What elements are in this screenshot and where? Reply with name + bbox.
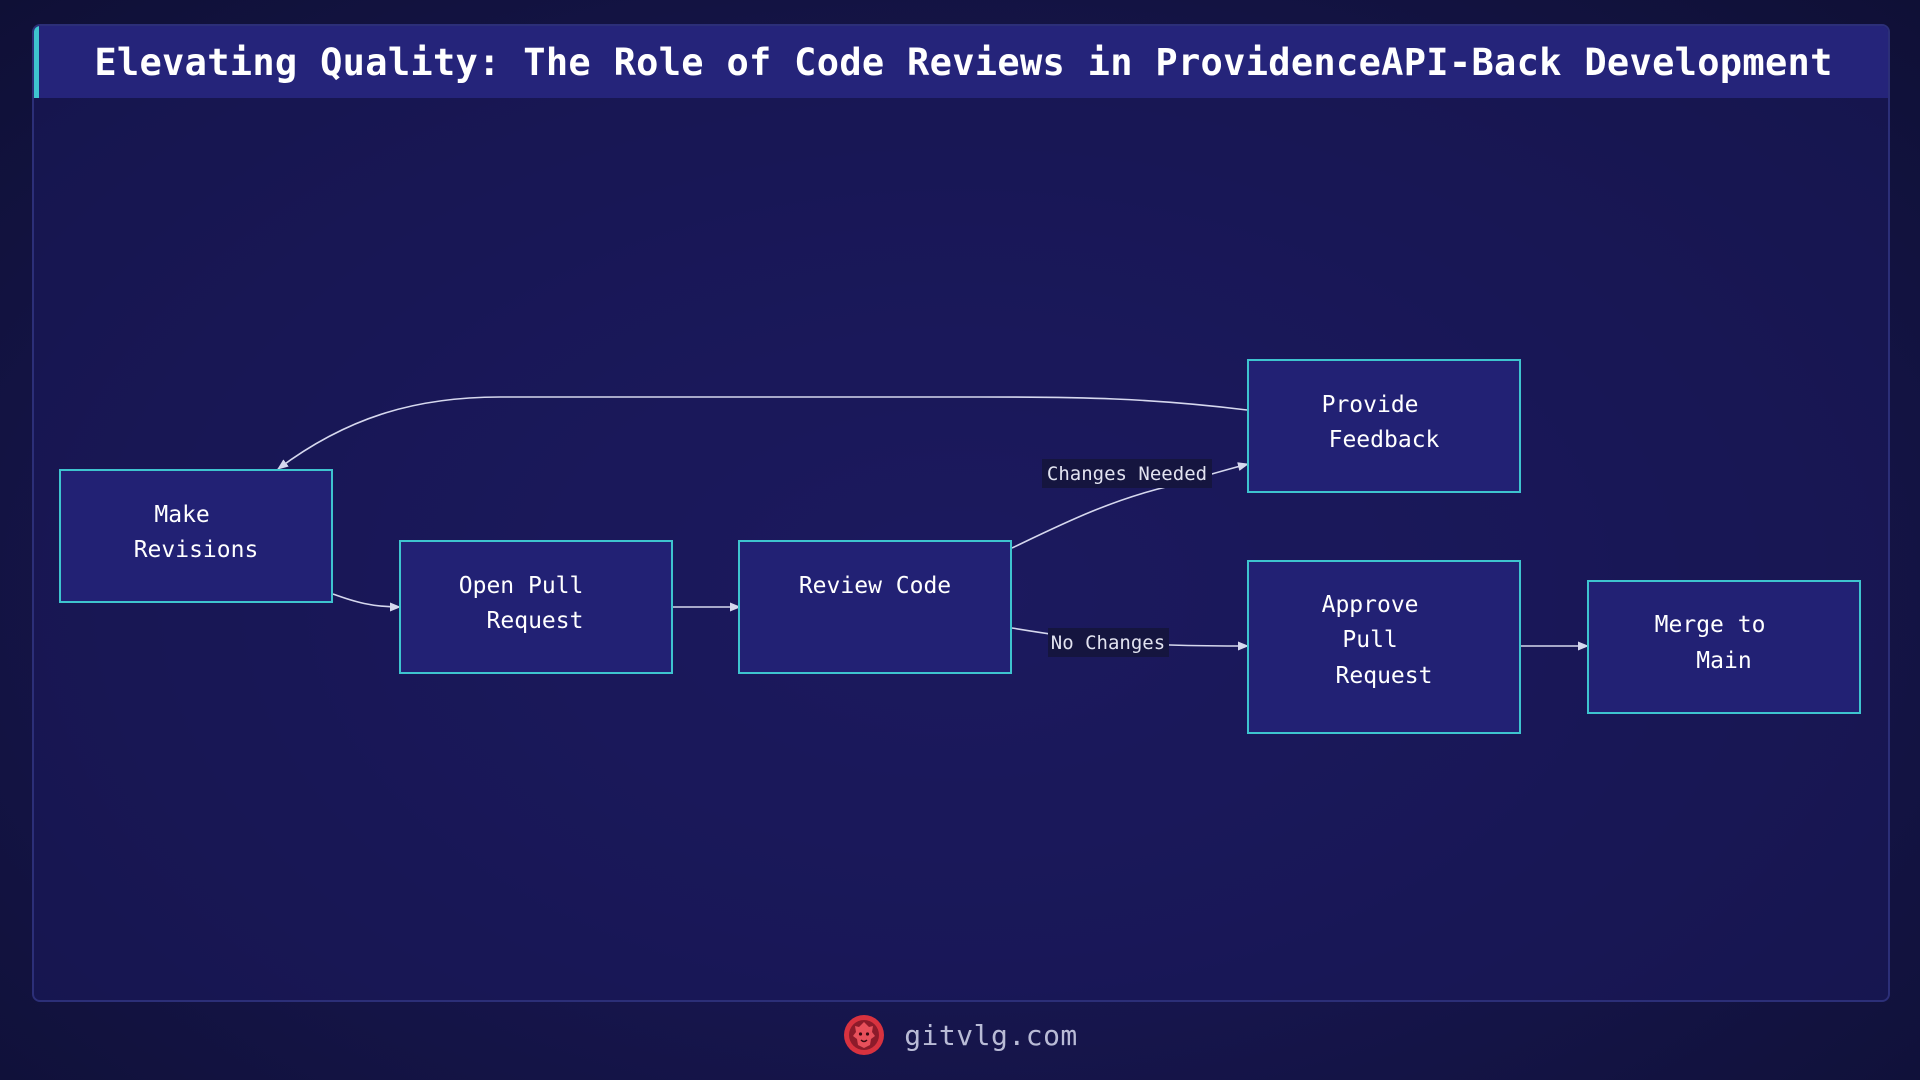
edge-label-changes-needed-text: Changes Needed (1047, 463, 1207, 485)
node-provide-feedback-line-2: Feedback (1329, 427, 1440, 453)
node-provide-feedback: Provide Feedback (1247, 359, 1521, 493)
node-open-pull-request-line-1: Open Pull (459, 573, 584, 599)
page-title: Elevating Quality: The Role of Code Revi… (94, 40, 1833, 84)
svg-text:Approve Pull R: Approve Pull Request (1322, 592, 1433, 689)
node-open-pull-request: Open Pull Request (399, 540, 673, 674)
svg-text:Provide Feedback: Provide Feedback (1322, 392, 1440, 453)
node-merge-to-main-line-1: Merge to (1655, 612, 1766, 638)
edge-feedback-to-revisions (277, 396, 1248, 470)
node-merge-to-main-line-2: Main (1696, 648, 1751, 674)
node-make-revisions: Make Revisions (59, 469, 333, 603)
edge-label-no-changes: No Changes (1048, 628, 1169, 657)
edge-revisions-to-open-pr (332, 593, 402, 612)
edge-review-to-feedback (1011, 462, 1250, 549)
node-approve-pull-request-line-1: Approve (1322, 592, 1419, 618)
edge-label-changes-needed: Changes Needed (1042, 459, 1212, 488)
svg-text:Make Revisions: Make Revisions (134, 502, 259, 563)
node-review-code: Review Code (738, 540, 1012, 674)
title-bar: Elevating Quality: The Role of Code Revi… (34, 26, 1888, 98)
node-make-revisions-line-2: Revisions (134, 537, 259, 563)
node-provide-feedback-line-1: Provide (1322, 392, 1419, 418)
node-approve-pull-request-line-3: Request (1336, 663, 1433, 689)
node-merge-to-main: Merge to Main (1587, 580, 1861, 714)
footer-site-link[interactable]: gitvlg.com (904, 1018, 1078, 1052)
node-open-pull-request-line-2: Request (487, 608, 584, 634)
svg-text:Merge to Main: Merge to Main (1655, 612, 1780, 674)
node-approve-pull-request-line-2: Pull (1342, 627, 1397, 653)
footer: gitvlg.com (0, 1010, 1920, 1060)
lion-logo-icon (844, 1015, 885, 1055)
node-make-revisions-line-1: Make (154, 502, 209, 528)
node-approve-pull-request: Approve Pull Request (1247, 560, 1521, 734)
diagram-panel: Elevating Quality: The Role of Code Revi… (32, 24, 1890, 1002)
node-review-code-line-1: Review Code (799, 573, 951, 599)
svg-text:Review Code: Review Code (799, 573, 951, 599)
edge-label-no-changes-text: No Changes (1051, 632, 1165, 654)
svg-text:Open Pull Request: Open Pull Request (459, 573, 597, 634)
